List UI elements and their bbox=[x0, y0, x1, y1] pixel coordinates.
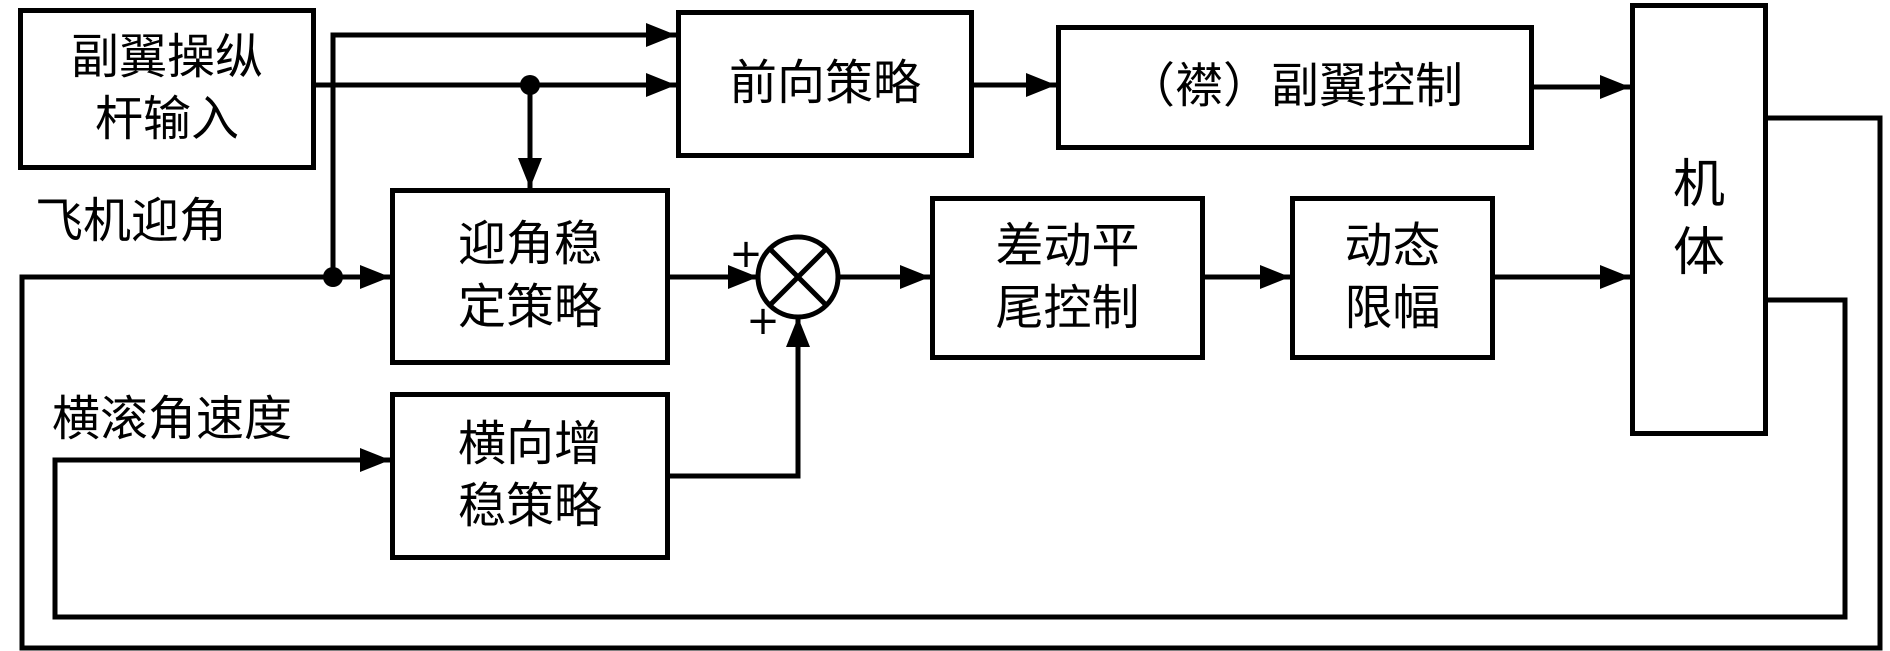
edge-airframe-feedback-aoa bbox=[19, 115, 1883, 651]
summing-junction-cross bbox=[768, 247, 828, 307]
block-lateral-augmentation: 横向增 稳策略 bbox=[390, 392, 670, 560]
block-aoa-stabilization-label: 迎角稳 定策略 bbox=[457, 218, 602, 334]
edge-airframe-feedback-rollrate bbox=[52, 297, 1848, 620]
block-aoa-stabilization: 迎角稳 定策略 bbox=[390, 188, 670, 365]
block-forward-strategy-label: 前向策略 bbox=[728, 56, 921, 110]
sum-sign-bottom: + bbox=[746, 298, 780, 344]
signal-label-roll-rate: 横滚角速度 bbox=[52, 393, 293, 446]
block-airframe-label: 机 体 bbox=[1672, 156, 1725, 282]
block-flap-aileron-control-label: （襟）副翼控制 bbox=[1126, 60, 1463, 114]
block-forward-strategy: 前向策略 bbox=[676, 10, 974, 158]
block-lateral-augmentation-label: 横向增 稳策略 bbox=[457, 417, 602, 533]
block-stick-input: 副翼操纵 杆输入 bbox=[18, 8, 316, 170]
block-airframe: 机 体 bbox=[1630, 3, 1768, 436]
junction-dot-stick-branch bbox=[520, 75, 540, 95]
block-flap-aileron-control: （襟）副翼控制 bbox=[1056, 25, 1534, 150]
block-dynamic-limiter-label: 动态 限幅 bbox=[1344, 219, 1441, 335]
edge-lataug-to-sum bbox=[670, 317, 810, 479]
edge-aoa-branch-to-forward bbox=[330, 23, 676, 277]
block-dynamic-limiter: 动态 限幅 bbox=[1290, 196, 1495, 360]
block-diff-tail-control: 差动平 尾控制 bbox=[930, 196, 1205, 360]
sum-sign-left: + bbox=[729, 231, 763, 277]
block-diff-tail-control-label: 差动平 尾控制 bbox=[995, 219, 1140, 335]
signal-label-aoa: 飞机迎角 bbox=[35, 195, 228, 248]
block-stick-input-label: 副翼操纵 杆输入 bbox=[70, 30, 263, 146]
